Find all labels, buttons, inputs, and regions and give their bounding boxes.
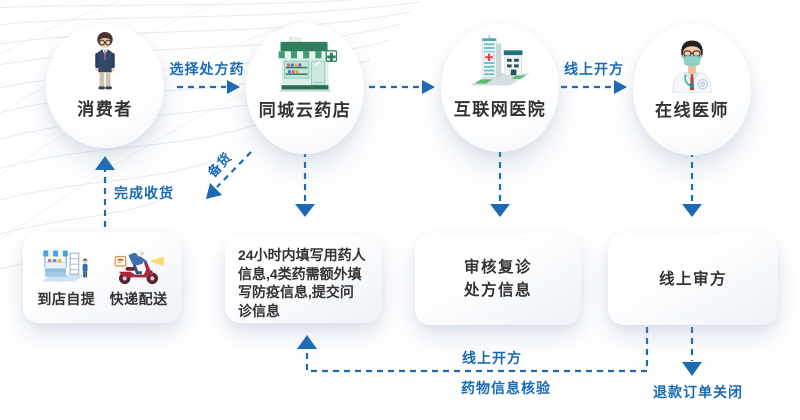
review-prescription-text: 审核复诊 处方信息: [463, 259, 532, 299]
fill-info-text: 24小时内填写用药人 信息,4类药需额外填 写防疫信息,提交问 诊信息: [238, 247, 366, 319]
delivery-label: 快递配送: [109, 291, 168, 307]
edge-label-online-prescribe-return: 线上开方: [462, 350, 522, 366]
online-approval-text: 线上审方: [658, 270, 727, 288]
option-delivery: 快递配送: [110, 246, 168, 309]
doctor-icon: [672, 40, 712, 93]
card-review-prescription: 审核复诊 处方信息: [415, 233, 581, 325]
node-online-doctor: 在线医师: [633, 24, 751, 155]
hospital-building-icon: [470, 34, 530, 86]
card-fill-info: 24小时内填写用药人 信息,4类药需额外填 写防疫信息,提交问 诊信息: [225, 235, 382, 323]
edge-label-refund-order-closed: 退款订单关闭: [653, 384, 743, 400]
node-label-consumer: 消费者: [77, 100, 133, 119]
delivery-scooter-icon: [114, 248, 164, 285]
fulfillment-option-row: 到店自提 快: [23, 232, 182, 323]
option-store-pickup: 到店自提: [37, 246, 95, 309]
edge-label-online-prescribe-top: 线上开方: [564, 61, 624, 77]
store-pickup-label: 到店自提: [37, 291, 96, 307]
pharmacy-store-icon: [278, 36, 337, 92]
store-pickup-icon: [41, 250, 88, 282]
node-label-online-doctor: 在线医师: [655, 101, 729, 120]
edge-label-complete-receipt: 完成收货: [114, 185, 174, 201]
card-online-approval: 线上审方: [608, 233, 778, 325]
card-fulfillment-options: 到店自提 快: [23, 232, 182, 323]
consumer-icon: [95, 31, 115, 90]
node-label-internet-hospital: 互联网医院: [453, 100, 547, 119]
node-cloud-pharmacy: 同城云药店: [246, 23, 364, 154]
node-label-cloud-pharmacy: 同城云药店: [258, 101, 352, 120]
node-internet-hospital: 互联网医院: [441, 24, 559, 152]
edge-label-choose-rx: 选择处方药: [169, 61, 245, 77]
edge-label-drug-info-verify: 药物信息核验: [461, 380, 551, 396]
node-consumer: 消费者: [46, 24, 164, 148]
